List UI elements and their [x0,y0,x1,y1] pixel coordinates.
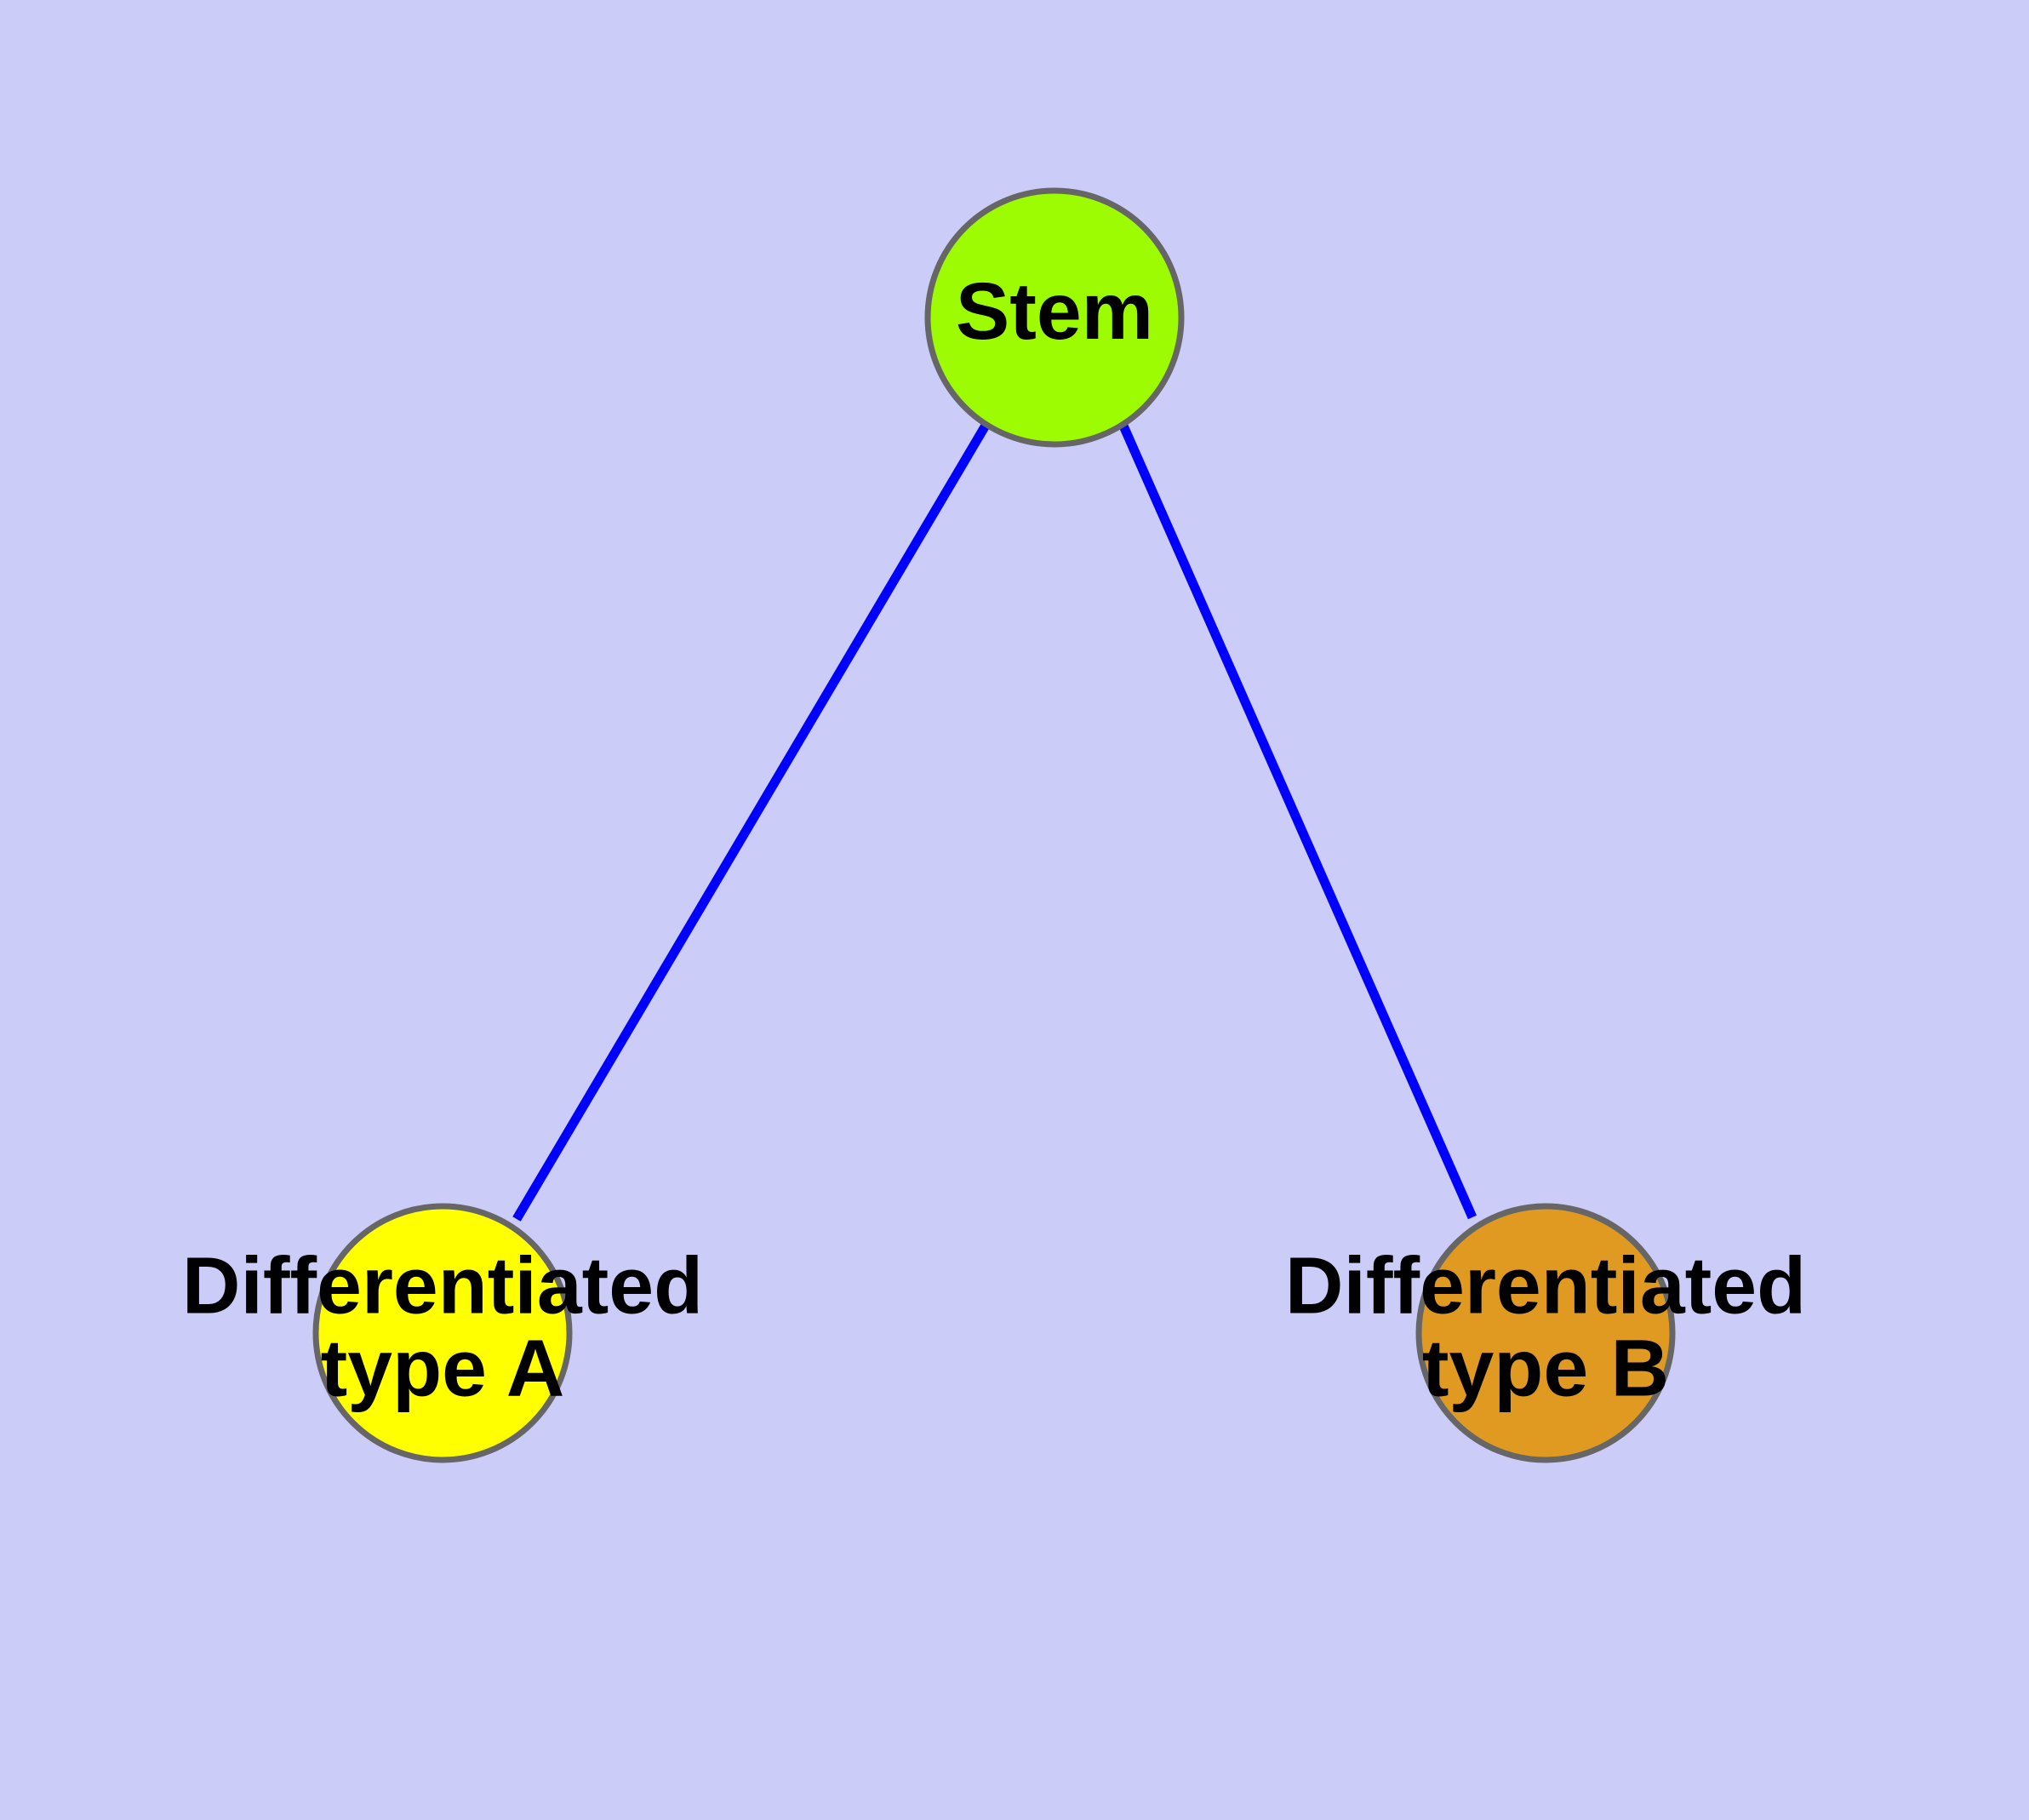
graph-node-stem[interactable]: Stem [924,187,1185,448]
node-label-line: type A [321,1324,565,1414]
edges-layer [512,421,1477,1222]
node-circle-diff-a[interactable] [312,1203,573,1463]
node-label-stem: Stem [956,266,1153,357]
graph-edge-stem-to-diff-a[interactable] [512,421,991,1222]
node-label-line: type B [1422,1324,1669,1414]
node-label-line: Stem [956,266,1153,357]
graph-edge-stem-to-diff-b[interactable] [1117,421,1477,1220]
node-circle-diff-b[interactable] [1415,1203,1676,1463]
node-label-line: Differentiated [1285,1241,1806,1331]
node-circle-stem[interactable] [924,187,1185,448]
node-label-line: Differentiated [182,1241,703,1331]
